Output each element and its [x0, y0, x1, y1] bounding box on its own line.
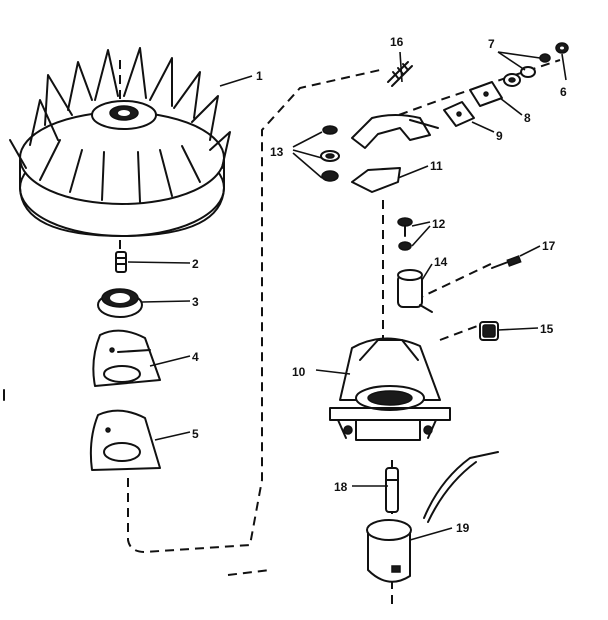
pad [479, 321, 499, 341]
wire-terminal [491, 255, 522, 269]
part-number-labels: 1 2 3 4 5 6 7 8 9 10 11 12 13 14 15 16 1… [192, 35, 567, 535]
label-part-5: 5 [192, 427, 199, 441]
nut-small [555, 42, 569, 54]
label-part-16: 16 [390, 35, 404, 49]
label-part-19: 19 [456, 521, 470, 535]
key [115, 251, 127, 273]
nut [97, 288, 143, 318]
label-part-15: 15 [540, 322, 554, 336]
leader-lines [127, 51, 567, 541]
screws [397, 217, 413, 251]
washers [503, 53, 551, 87]
label-part-12: 12 [432, 217, 446, 231]
plate [92, 329, 161, 387]
label-part-7: 7 [488, 37, 495, 51]
cover-cup [366, 451, 499, 583]
block-small [469, 81, 503, 107]
label-part-4: 4 [192, 350, 199, 364]
bracket [351, 114, 439, 193]
flywheel [9, 47, 231, 237]
label-part-10: 10 [292, 365, 306, 379]
label-part-14: 14 [434, 255, 448, 269]
label-part-18: 18 [334, 480, 348, 494]
screw-top [387, 61, 413, 87]
label-part-17: 17 [542, 239, 556, 253]
label-part-2: 2 [192, 257, 199, 271]
screws-washers [320, 125, 340, 182]
capacitor [397, 269, 433, 313]
label-part-13: 13 [270, 145, 284, 159]
label-part-9: 9 [496, 129, 503, 143]
motor-housing [329, 337, 451, 441]
shaft [385, 467, 399, 513]
block [443, 101, 475, 127]
label-part-1: 1 [256, 69, 263, 83]
label-part-3: 3 [192, 295, 199, 309]
label-part-11: 11 [430, 159, 443, 173]
label-part-6: 6 [560, 85, 567, 99]
plate-lower [89, 409, 161, 471]
label-part-8: 8 [524, 111, 531, 125]
